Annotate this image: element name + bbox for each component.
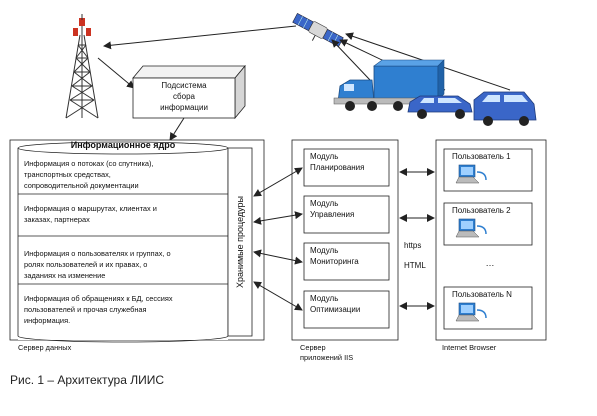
user-2-label: Пользователь 2	[452, 206, 511, 215]
user-1-label: Пользователь 1	[452, 152, 511, 161]
core-block-1-line-3: сопроводительной документации	[24, 181, 139, 190]
figure-caption: Рис. 1 – Архитектура ЛИИС	[10, 373, 164, 387]
user-n-box: Пользователь N	[443, 286, 533, 330]
stored-procedures-strip	[227, 147, 253, 337]
core-block-routes: Информация о маршрутах, клиентах и заказ…	[24, 204, 157, 224]
radio-tower-icon	[65, 14, 99, 119]
truck-to-satellite-arrow	[331, 39, 371, 81]
van-icon	[473, 91, 537, 126]
subsystem-line-3: информации	[160, 103, 208, 112]
core-block-users: Информация о пользователях и группах, о …	[24, 249, 171, 280]
user-n-label: Пользователь N	[452, 290, 512, 299]
module-optimization-line-2: Оптимизации	[310, 305, 360, 314]
stored-procedures-label: Хранимые процедуры	[235, 196, 245, 288]
car-icon	[407, 95, 473, 119]
https-label: https	[404, 241, 421, 250]
core-block-3-line-3: заданиях на изменение	[24, 271, 105, 280]
module-optimization: Модуль Оптимизации	[303, 290, 390, 329]
core-block-2-line-1: Информация о маршрутах, клиентах и	[24, 204, 157, 213]
core-block-4-line-2: пользователей и прочая служебная	[24, 305, 147, 314]
module-monitoring-line-1: Модуль	[310, 246, 338, 255]
core-block-flows: Информация о потоках (со спутника), тран…	[24, 159, 154, 190]
module-optimization-line-1: Модуль	[310, 294, 338, 303]
satellite-icon	[292, 12, 344, 48]
module-planning-line-1: Модуль	[310, 152, 338, 161]
module-planning: Модуль Планирования	[303, 148, 390, 187]
core-block-2-line-2: заказах, партнерах	[24, 215, 90, 224]
module-control: Модуль Управления	[303, 195, 390, 234]
user-2-box: Пользователь 2	[443, 202, 533, 246]
module-control-line-2: Управления	[310, 210, 354, 219]
core-block-4-line-1: Информация об обращениях к БД, сессиях	[24, 294, 173, 303]
satellite-to-tower-arrow	[103, 25, 297, 50]
information-core-cylinder: Информационное ядро	[17, 140, 229, 343]
users-ellipsis: …	[486, 258, 495, 268]
computer-icon	[455, 164, 487, 184]
core-block-1-line-2: транспортных средствах,	[24, 170, 111, 179]
computer-icon	[455, 218, 487, 238]
app-server-footer-line-2: приложений IIS	[300, 353, 353, 362]
core-block-3-line-1: Информация о пользователях и группах, о	[24, 249, 171, 258]
truck-icon	[333, 59, 445, 111]
app-server-footer-line-1: Сервер	[300, 343, 326, 352]
subsystem-box: Подсистема сбора информации	[132, 64, 246, 120]
browser-footer: Internet Browser	[442, 343, 497, 352]
core-module-arrows	[253, 167, 303, 311]
module-monitoring-line-2: Мониторинга	[310, 257, 359, 266]
user-1-box: Пользователь 1	[443, 148, 533, 192]
module-monitoring: Модуль Мониторинга	[303, 242, 390, 281]
computer-icon	[455, 302, 487, 322]
core-block-service: Информация об обращениях к БД, сессиях п…	[24, 294, 173, 325]
data-server-footer: Сервер данных	[18, 343, 72, 352]
subsystem-line-1: Подсистема	[161, 81, 207, 90]
protocol-arrows	[399, 168, 435, 310]
subsystem-to-core-arrow	[169, 117, 185, 141]
module-control-line-1: Модуль	[310, 199, 338, 208]
core-block-3-line-2: ролях пользователей и их правах, о	[24, 260, 147, 269]
html-label: HTML	[404, 261, 426, 270]
tower-to-subsystem-arrow	[97, 57, 135, 89]
core-title: Информационное ядро	[71, 140, 176, 150]
subsystem-line-2: сбора	[173, 92, 195, 101]
core-block-1-line-1: Информация о потоках (со спутника),	[24, 159, 154, 168]
core-block-4-line-3: информация.	[24, 316, 70, 325]
module-planning-line-2: Планирования	[310, 163, 364, 172]
